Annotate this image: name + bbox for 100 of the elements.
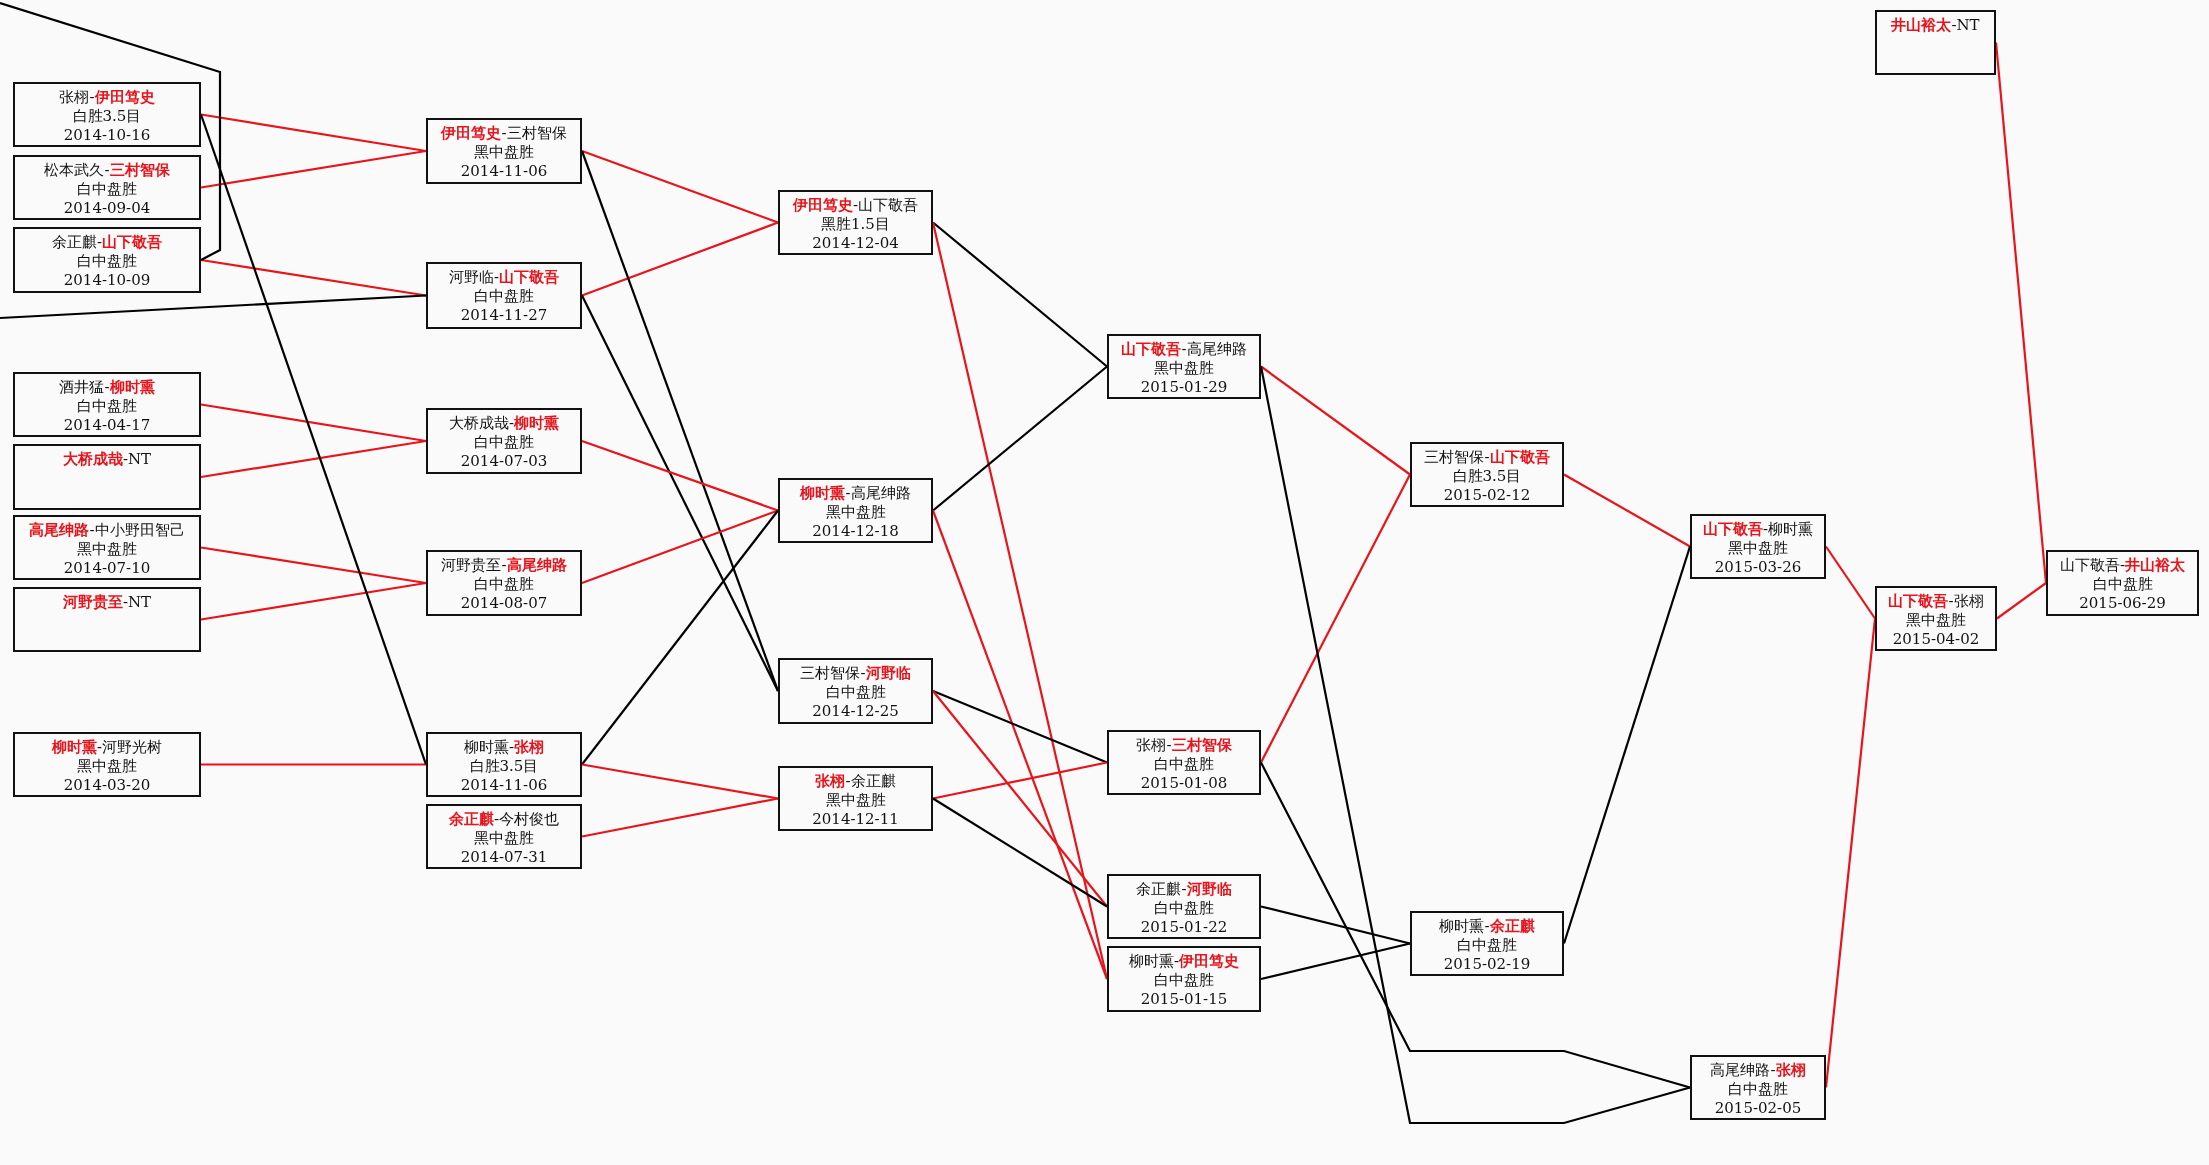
match-players: 三村智保-河野临	[800, 664, 911, 683]
bracket-line	[581, 797, 779, 838]
match-result: 黑中盘胜	[474, 143, 534, 162]
match-box	[13, 515, 201, 580]
match-box	[13, 444, 201, 510]
bracket-line	[1824, 618, 1877, 1088]
match-box	[1875, 10, 1996, 75]
match-box	[13, 587, 201, 652]
match-players: 山下敬吾-张栩	[1888, 592, 1984, 611]
bracket-line	[1825, 545, 1876, 620]
match-box	[426, 408, 582, 474]
bracket-line	[1259, 366, 1691, 1125]
match-players: 大桥成哉-NT	[62, 450, 152, 469]
match-players: 山下敬吾-高尾绅路	[1121, 340, 1247, 359]
bracket-line	[1562, 546, 1692, 944]
match-result: 白中盘胜	[474, 287, 534, 306]
match-date: 2014-11-27	[460, 306, 548, 325]
bracket-line	[0, 1, 222, 261]
match-box	[13, 732, 201, 797]
match-result: 白中盘胜	[474, 433, 534, 452]
match-box	[2046, 550, 2199, 616]
match-result: 白中盘胜	[1457, 936, 1517, 955]
bracket-line	[581, 149, 779, 224]
match-date: 2014-11-06	[460, 776, 548, 795]
match-result: 黑中盘胜	[1728, 539, 1788, 558]
bracket-line	[1260, 942, 1411, 981]
match-box	[1107, 730, 1261, 795]
match-date: 2015-02-05	[1714, 1099, 1802, 1118]
match-players: 井山裕太-NT	[1891, 16, 1980, 35]
bracket-line	[0, 294, 427, 320]
bracket-line	[581, 509, 779, 585]
match-players: 三村智保-山下敬吾	[1424, 448, 1550, 467]
match-result: 白中盘胜	[77, 252, 137, 271]
match-result: 白中盘胜	[1154, 899, 1214, 918]
bracket-line	[581, 509, 779, 766]
bracket-line	[199, 114, 428, 765]
match-date: 2015-04-02	[1892, 630, 1980, 649]
match-players: 张栩-余正麒	[815, 772, 896, 791]
match-date: 2014-12-25	[812, 702, 899, 721]
match-date: 2015-03-26	[1714, 558, 1802, 577]
match-box	[13, 82, 201, 147]
match-result: 白中盘胜	[77, 397, 137, 416]
match-date: 2015-01-08	[1140, 774, 1228, 793]
match-players: 张栩-三村智保	[1136, 736, 1232, 755]
match-box	[778, 190, 933, 255]
match-result: 黑中盘胜	[1906, 611, 1966, 630]
bracket-line	[932, 690, 1108, 764]
match-box	[426, 262, 582, 329]
match-box	[778, 658, 933, 724]
match-box	[13, 227, 201, 293]
match-result: 白中盘胜	[1728, 1080, 1788, 1099]
match-date: 2014-08-07	[460, 594, 548, 613]
match-players: 高尾绅路-中小野田智己	[29, 521, 185, 540]
match-box	[13, 155, 201, 220]
match-players: 河野临-山下敬吾	[448, 268, 560, 287]
match-players: 余正麒-河野临	[1136, 880, 1232, 899]
bracket-line	[932, 221, 1108, 368]
bracket-line	[931, 510, 1109, 980]
match-date: 2014-12-11	[812, 810, 899, 829]
match-players: 余正麒-山下敬吾	[51, 233, 163, 252]
match-box	[1875, 586, 1997, 651]
match-result: 白胜3.5目	[72, 107, 142, 126]
bracket-line	[1994, 42, 2048, 584]
match-players: 伊田笃史-山下敬吾	[792, 196, 919, 215]
match-result: 白中盘胜	[474, 575, 534, 594]
match-result: 白中盘胜	[1154, 755, 1214, 774]
match-players: 山下敬吾-柳时熏	[1702, 520, 1814, 539]
match-players: 柳时熏-余正麒	[1439, 917, 1535, 936]
bracket-line	[581, 763, 779, 800]
match-date: 2015-01-15	[1140, 990, 1228, 1009]
match-result: 白胜3.5目	[469, 757, 539, 776]
bracket-line	[200, 403, 427, 443]
match-box	[1107, 946, 1261, 1012]
match-result: 白中盘胜	[77, 180, 137, 199]
bracket-line	[201, 763, 426, 766]
bracket-line	[200, 113, 427, 153]
match-box	[778, 766, 933, 831]
match-result: 黑中盘胜	[77, 540, 137, 559]
match-date: 2015-06-29	[2079, 594, 2166, 613]
match-date: 2014-07-31	[460, 848, 548, 867]
match-players: 余正麒-今村俊也	[448, 810, 560, 829]
match-result: 白中盘胜	[2092, 575, 2153, 594]
match-box	[1410, 442, 1564, 507]
match-players: 柳时熏-高尾绅路	[800, 484, 911, 503]
match-date: 2015-01-22	[1140, 918, 1228, 937]
match-result: 白中盘胜	[1154, 971, 1214, 990]
match-date: 2014-03-20	[63, 776, 151, 795]
match-date: 2014-12-04	[812, 234, 899, 253]
match-players: 山下敬吾-井山裕太	[2059, 556, 2186, 575]
match-result: 白中盘胜	[825, 683, 886, 702]
match-players: 酒井猛-柳时熏	[59, 378, 155, 397]
match-box	[778, 478, 933, 543]
match-box	[1107, 874, 1261, 939]
bracket-line	[932, 761, 1108, 800]
match-box	[1107, 334, 1261, 399]
bracket-line	[200, 149, 427, 189]
match-box	[1410, 911, 1564, 976]
match-date: 2015-01-29	[1140, 378, 1228, 397]
bracket-line	[1260, 762, 1691, 1089]
bracket-line	[932, 797, 1108, 908]
